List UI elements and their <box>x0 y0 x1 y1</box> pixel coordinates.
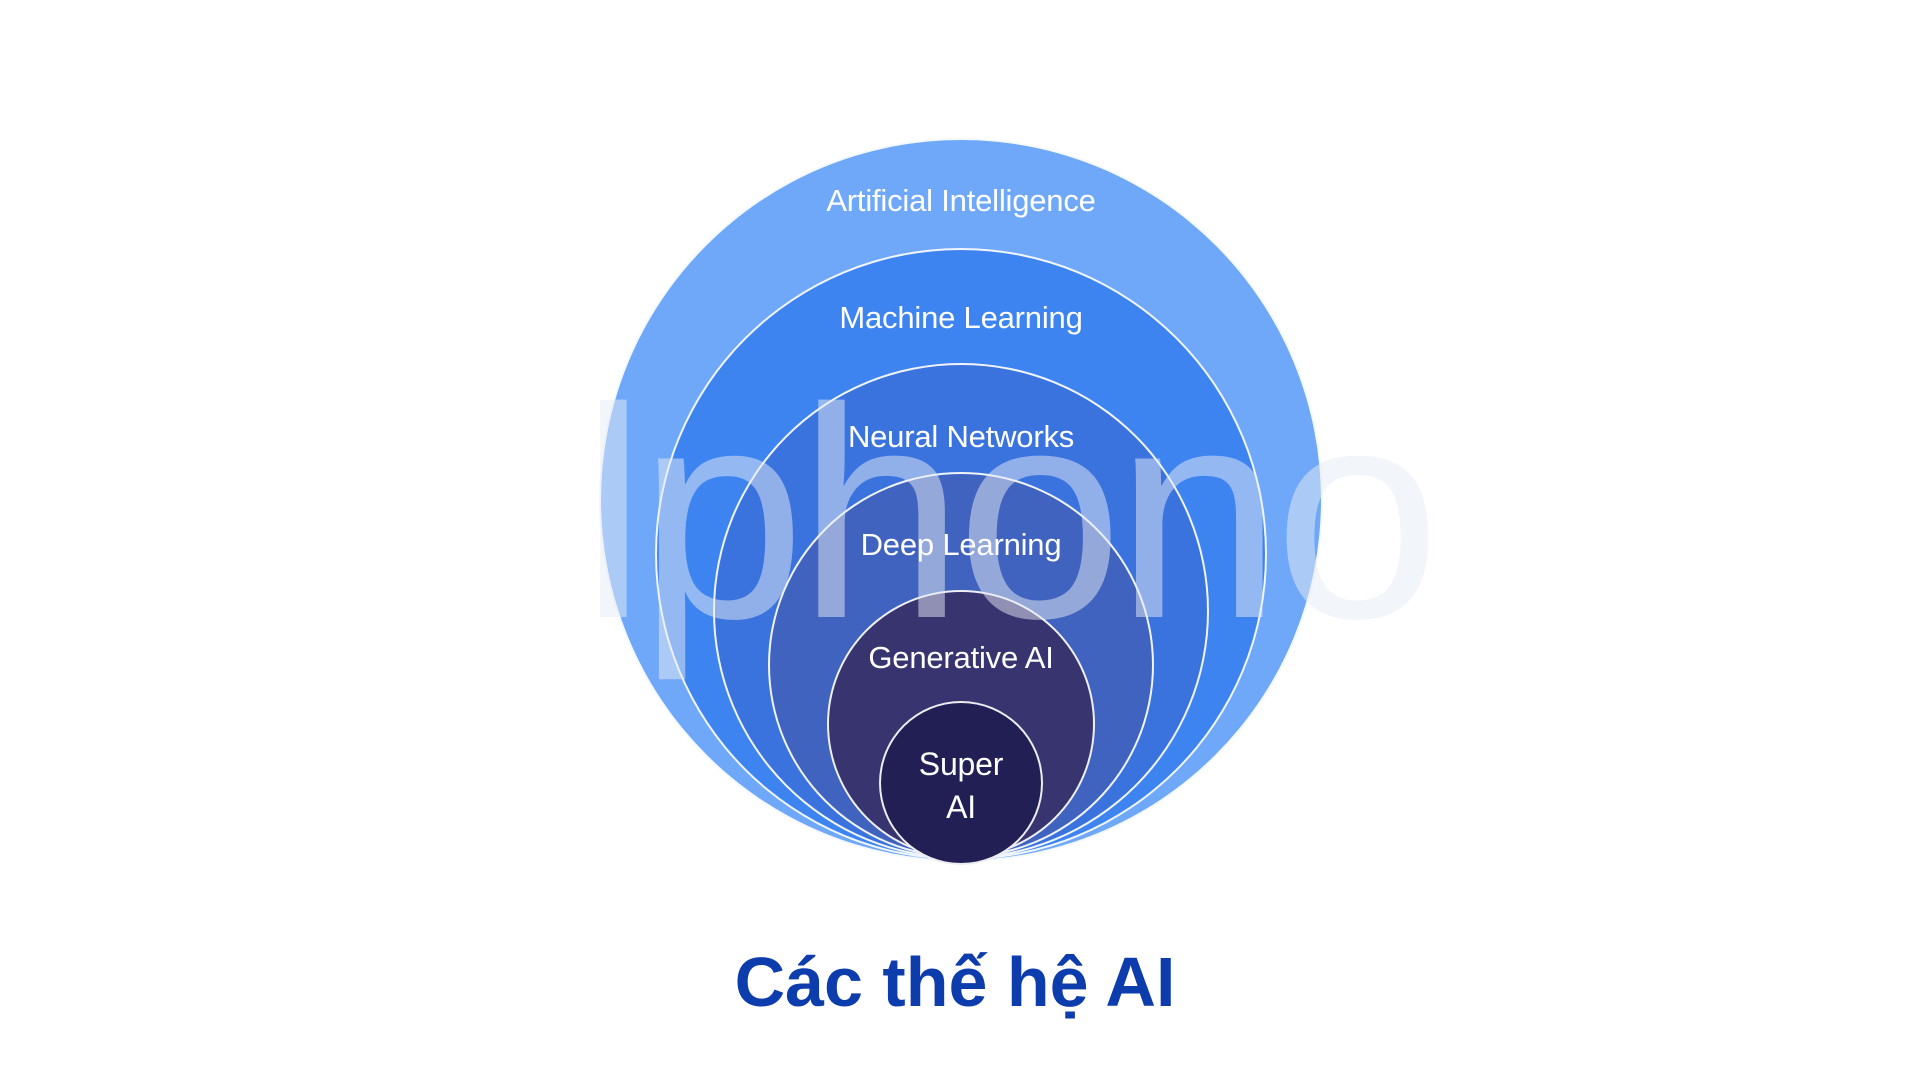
circle-label-generative-ai: Generative AI <box>868 640 1054 675</box>
page-title: Các thế hệ AI <box>734 943 1176 1021</box>
circle-label-super-ai: Super AI <box>918 743 1004 829</box>
super-ai-label-line1: Super <box>918 746 1004 782</box>
circle-label-neural-networks: Neural Networks <box>847 419 1075 454</box>
super-ai-label-line2: AI <box>946 789 976 825</box>
circle-label-artificial-intelligence: Artificial Intelligence <box>826 183 1096 218</box>
circle-label-machine-learning: Machine Learning <box>839 300 1083 335</box>
circle-super-ai <box>879 701 1043 865</box>
circle-label-deep-learning: Deep Learning <box>860 527 1062 562</box>
